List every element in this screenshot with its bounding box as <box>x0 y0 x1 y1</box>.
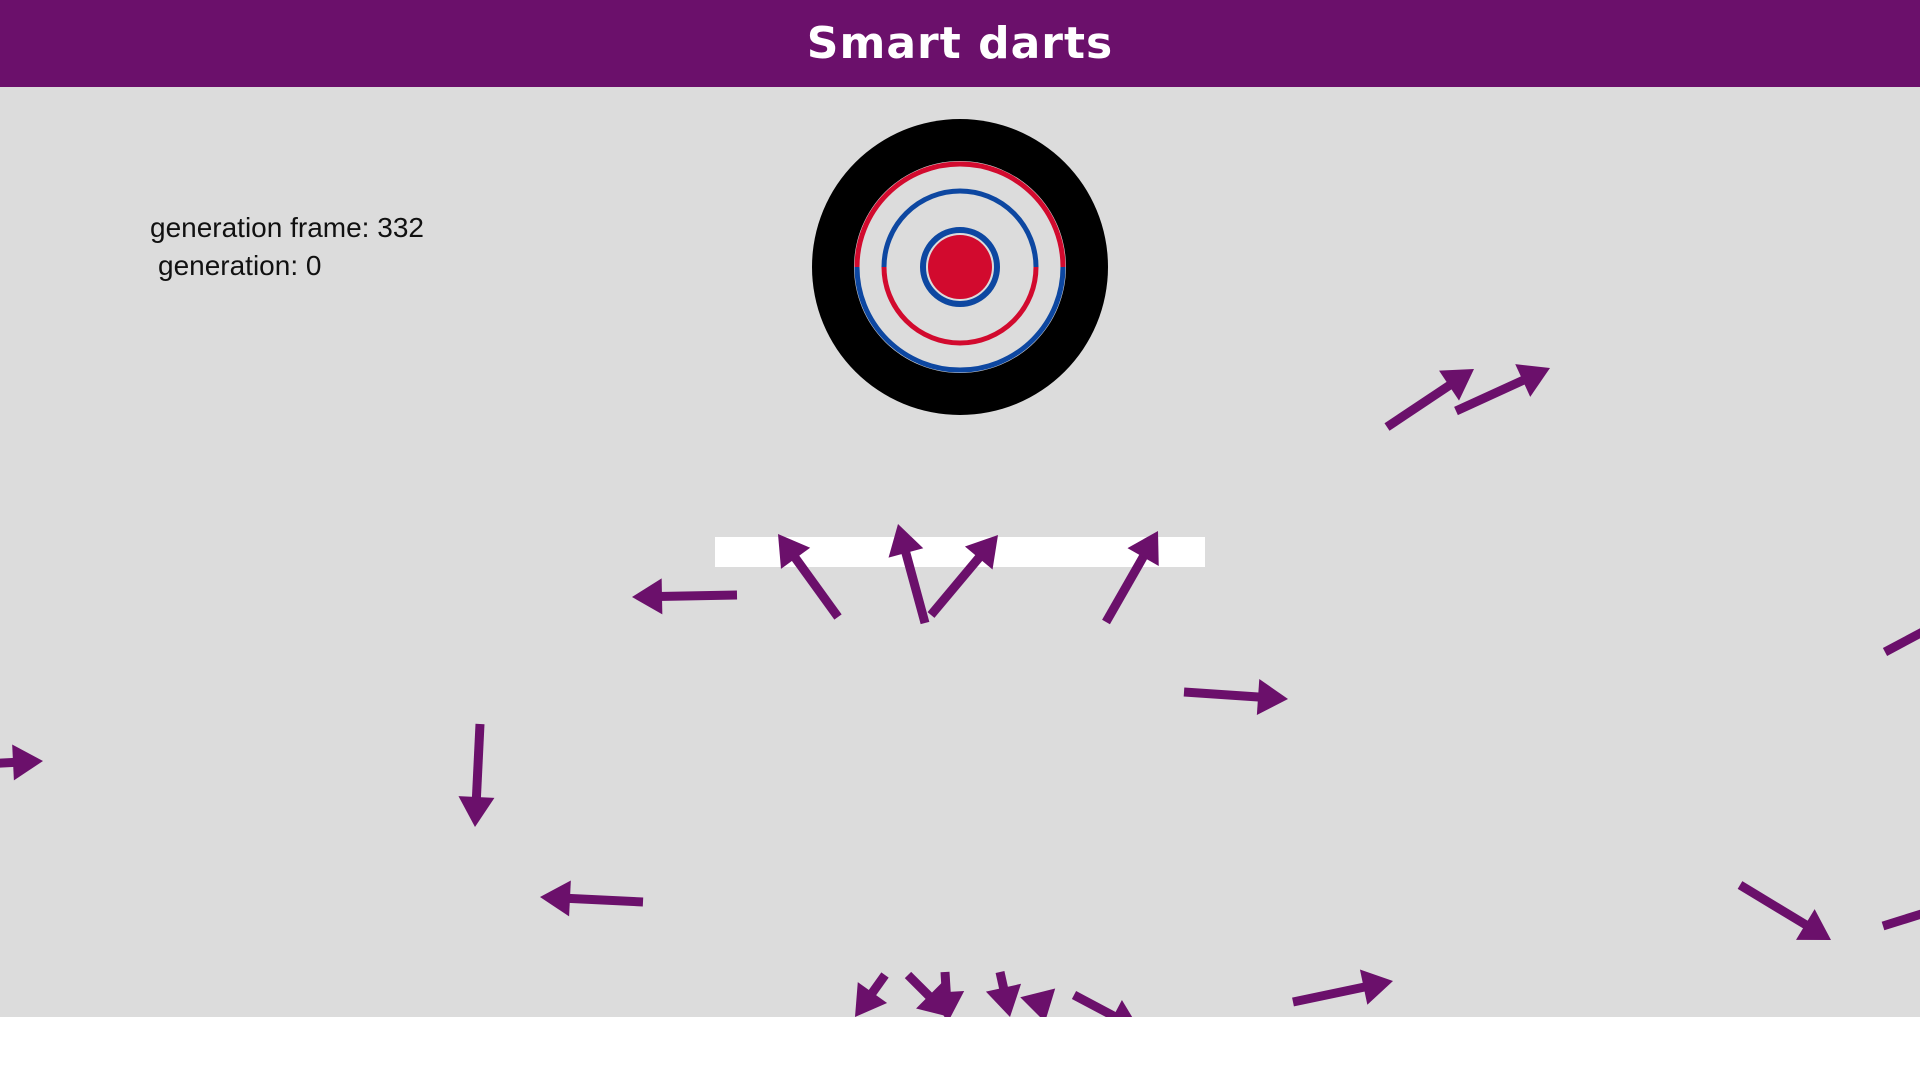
dart-shaft <box>927 552 985 618</box>
generation-frame-label: generation frame: 332 <box>150 212 424 243</box>
dart-head-icon <box>1256 679 1288 715</box>
dart-head-icon <box>928 990 965 1017</box>
page-title: Smart darts <box>806 18 1114 69</box>
dart-head-icon <box>1112 1000 1133 1017</box>
target-bullseye <box>928 235 992 299</box>
dart-head-icon <box>964 535 998 570</box>
dart-shaft <box>0 757 18 768</box>
dart-shaft <box>1071 991 1120 1017</box>
dart-shaft <box>1102 551 1150 625</box>
target-ring-bottom-1 <box>881 266 1039 346</box>
dart-arrow <box>1183 679 1288 715</box>
dart-shaft <box>565 893 644 907</box>
dart-shaft <box>1183 687 1263 702</box>
dart-head-icon <box>1439 369 1474 401</box>
dart-shaft <box>1384 379 1455 431</box>
dart-shaft <box>904 971 935 1002</box>
dart-head-icon <box>540 880 571 917</box>
dart-head-icon <box>985 983 1022 1017</box>
dart-arrow <box>1454 364 1550 416</box>
dart-arrow <box>540 880 644 917</box>
dart-head-icon <box>888 524 924 558</box>
dart-arrow <box>928 971 965 1017</box>
dart-arrow <box>1071 991 1133 1017</box>
dart-shaft <box>789 552 842 620</box>
dart-arrow <box>1737 881 1831 940</box>
dart-head-icon <box>12 744 44 781</box>
dart-arrow <box>632 578 738 615</box>
target-ring-top-0 <box>854 161 1066 268</box>
generation-label: generation: 0 <box>158 250 322 281</box>
dart-shaft <box>1292 981 1369 1007</box>
dart-arrow <box>1020 988 1056 1017</box>
dart-arrow <box>458 723 495 827</box>
dart-scene <box>0 119 1920 1017</box>
dart-head-icon <box>855 982 888 1017</box>
header-bar: Smart darts <box>0 0 1920 87</box>
stats-panel: generation frame: 332 generation: 0 <box>150 209 424 285</box>
dart-head-icon <box>1127 531 1159 566</box>
game-canvas[interactable]: generation frame: 332 generation: 0 <box>0 87 1920 1017</box>
target-ring-2 <box>920 227 1000 307</box>
dart-arrow <box>1882 628 1920 656</box>
dart-arrow <box>778 534 842 620</box>
dart-head-icon <box>1020 988 1056 1017</box>
dart-arrow <box>1881 909 1920 931</box>
dart-shaft <box>1881 909 1920 931</box>
dart-arrow <box>927 535 998 618</box>
dart-arrow <box>0 744 44 781</box>
dart-shaft <box>1882 628 1920 656</box>
dart-head-icon <box>778 534 811 569</box>
dartboard-target <box>812 119 1108 415</box>
dart-head-icon <box>632 578 663 615</box>
dart-arrow <box>1292 969 1393 1007</box>
dart-arrow <box>1384 369 1474 431</box>
target-ring-top-1 <box>881 188 1039 268</box>
dart-head-icon <box>1359 969 1393 1005</box>
dart-shaft <box>900 547 930 625</box>
dart-shaft <box>940 971 951 997</box>
dart-shaft <box>866 972 889 999</box>
target-ring-bottom-0 <box>854 266 1066 373</box>
dart-arrow <box>985 971 1022 1017</box>
dart-shaft <box>1454 374 1529 416</box>
dart-arrow <box>1102 531 1159 625</box>
dart-head-icon <box>458 796 495 827</box>
dart-shaft <box>471 723 485 802</box>
dart-head-icon <box>1515 364 1550 397</box>
dart-shaft <box>1737 881 1812 931</box>
dart-arrow <box>855 972 889 1017</box>
dart-head-icon <box>1796 909 1831 940</box>
dart-shaft <box>657 590 738 602</box>
dart-arrow <box>888 524 930 625</box>
